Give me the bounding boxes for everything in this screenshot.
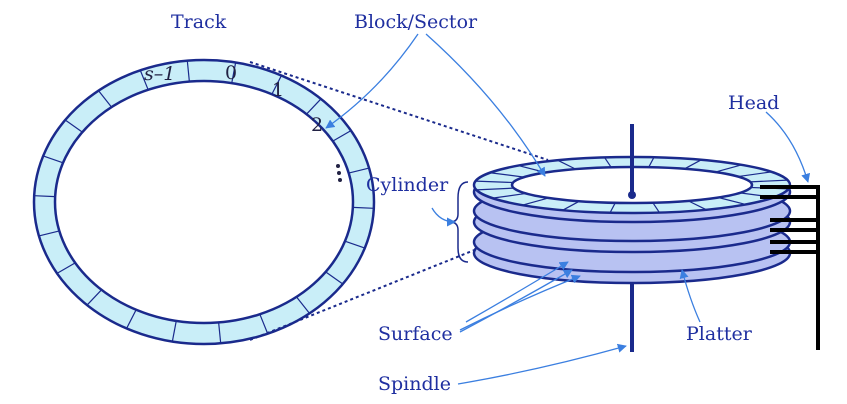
sector-number-last: s–1 (144, 63, 175, 85)
head-arm (760, 185, 820, 350)
disk-stack (472, 124, 820, 352)
sector-divider (231, 62, 237, 84)
sector-divider (344, 240, 366, 249)
sector-divider (718, 196, 746, 206)
head-label: Head (728, 92, 779, 114)
arrow-block-to-ring (325, 33, 419, 129)
sector-divider (171, 320, 177, 342)
sector-divider (489, 172, 525, 178)
cylinder-label: Cylinder (366, 174, 449, 196)
sector-dividers (34, 60, 374, 344)
sector-divider (271, 75, 282, 95)
sector-divider (42, 155, 64, 164)
sector-divider (609, 202, 616, 214)
platter-label: Platter (686, 323, 753, 345)
sector-divider (684, 159, 702, 170)
sector-divider (34, 195, 56, 198)
sector-number-0: 0 (225, 62, 237, 84)
annotation-arrows (325, 33, 811, 385)
sector-divider (562, 200, 580, 211)
arrow-surface-1 (459, 274, 581, 331)
sector-divider (492, 192, 527, 199)
sector-divider (332, 130, 352, 142)
sector-divider (352, 206, 374, 209)
sector-divider (652, 202, 660, 213)
sector-number-2: 2 (311, 114, 323, 136)
sector-divider (296, 296, 310, 314)
sector-divider (648, 156, 655, 168)
sector-divider (476, 187, 514, 191)
sector-divider (737, 171, 772, 178)
sector-divider (475, 180, 514, 184)
track-label: Track (171, 11, 227, 33)
surface-label: Surface (378, 323, 453, 345)
sector-divider (218, 322, 222, 344)
sector-divider (56, 262, 76, 274)
sector-divider (557, 159, 576, 170)
sector-divider (348, 167, 370, 174)
block-sector-label: Block/Sector (354, 11, 478, 33)
sector-divider (306, 98, 322, 115)
sector-divider (126, 309, 137, 329)
sector-divider (64, 119, 83, 133)
sector-divider (522, 197, 549, 206)
sector-divider (139, 70, 149, 91)
arrow-surface-2 (459, 269, 573, 333)
arrow-head (765, 111, 811, 183)
arrow-surface-3 (465, 261, 569, 323)
sector-divider (38, 230, 60, 237)
sector-number-1: 1 (272, 79, 284, 101)
sector-divider (750, 179, 788, 183)
arrow-block-to-platter (425, 33, 546, 177)
sector-divider (688, 200, 707, 211)
sector-divider (325, 271, 344, 285)
arrow-spindle (457, 343, 627, 385)
sector-divider (259, 313, 269, 334)
ellipsis-dots (336, 164, 342, 182)
spindle-label: Spindle (378, 373, 451, 395)
projection-lines (249, 61, 549, 341)
arrow-cylinder (431, 207, 456, 227)
sector-divider (186, 60, 190, 82)
sector-divider (715, 164, 742, 173)
sector-divider (98, 90, 112, 108)
sector-divider (604, 157, 612, 168)
track-ring (32, 58, 376, 346)
arrow-platter (679, 269, 701, 323)
sector-divider (86, 289, 102, 306)
